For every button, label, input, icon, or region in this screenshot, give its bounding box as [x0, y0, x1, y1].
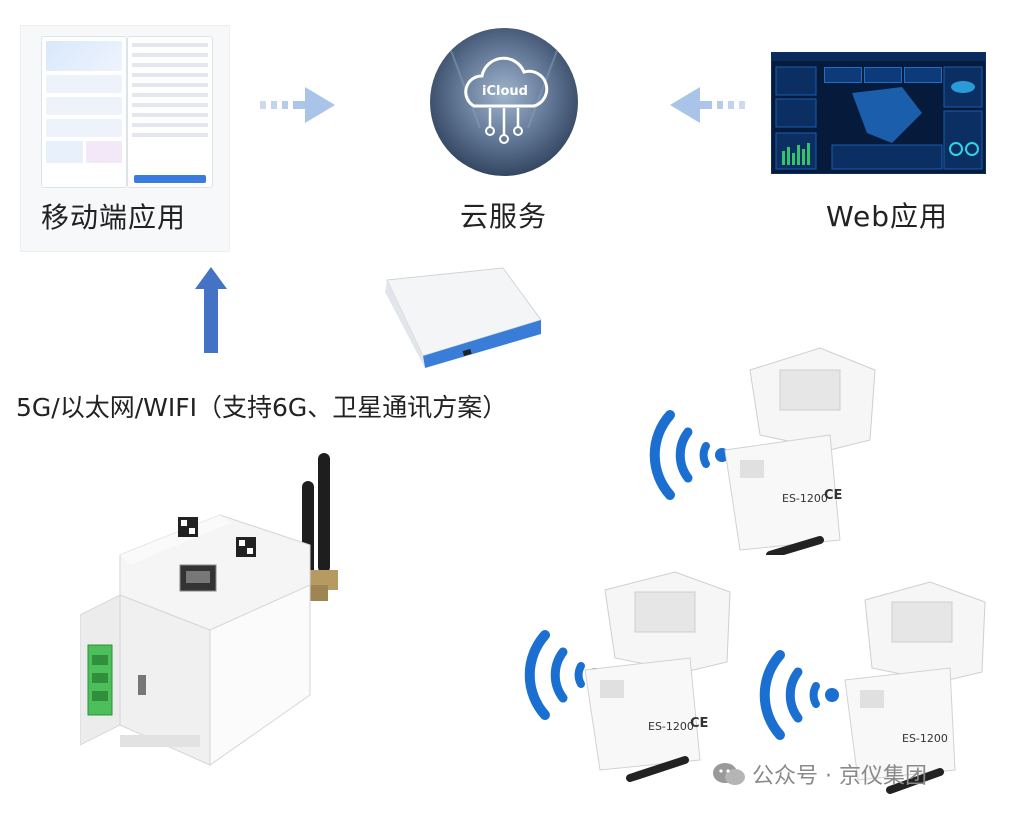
wechat-icon	[713, 763, 745, 785]
sensor-ce-top: CE	[824, 488, 843, 503]
mobile-app-card: 移动端应用	[20, 25, 230, 252]
mobile-screen-left	[41, 36, 127, 188]
sensor-model-right: ES-1200	[902, 732, 948, 745]
network-label: 5G/以太网/WIFI（支持6G、卫星通讯方案）	[16, 393, 508, 422]
mobile-app-label: 移动端应用	[41, 201, 187, 234]
arrow-right-icon	[260, 87, 335, 123]
cloud-icon	[449, 47, 559, 144]
gateway-device-image	[80, 453, 338, 766]
wireless-sensor-left	[524, 571, 731, 782]
sensor-ce-left: CE	[690, 716, 709, 731]
sensor-model-left: ES-1200	[648, 720, 694, 733]
sensor-model-top: ES-1200	[782, 492, 828, 505]
watermark-text: 公众号 · 京仪集团	[752, 764, 927, 789]
arrow-left-icon	[670, 87, 745, 123]
mobile-screen-right	[127, 36, 213, 188]
wireless-sensor-top	[649, 347, 876, 555]
gateway-router-image	[385, 267, 542, 368]
cloud-service-image: iCloud	[430, 28, 578, 176]
cloud-logo-text: iCloud	[482, 84, 528, 99]
web-dashboard-image	[771, 52, 986, 174]
arrow-up-icon	[195, 267, 227, 353]
watermark: 公众号 · 京仪集团	[712, 758, 927, 790]
wireless-sensor-right	[759, 581, 986, 794]
cloud-service-label: 云服务	[460, 200, 548, 233]
web-app-label: Web应用	[826, 200, 949, 233]
